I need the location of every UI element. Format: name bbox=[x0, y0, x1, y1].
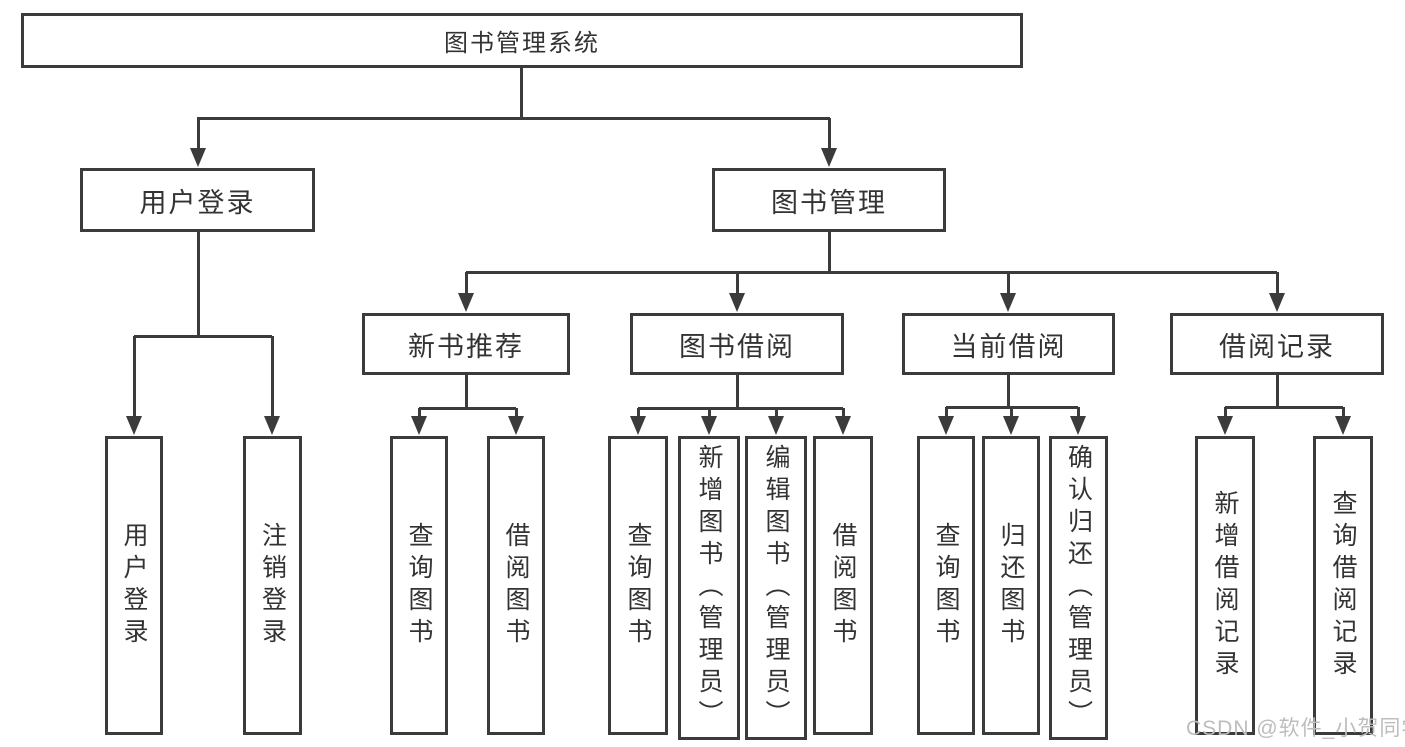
arrow-head-icon bbox=[1000, 293, 1016, 312]
node-label-leaf-query-books-3: 查询图书 bbox=[932, 521, 960, 650]
node-label-leaf-add-books-admin: 新增图书（管理员） bbox=[695, 444, 723, 732]
arrow-stem-3 bbox=[270, 336, 274, 418]
node-label-leaf-user-login: 用户登录 bbox=[120, 521, 148, 650]
node-leaf-query-books-2: 查询图书 bbox=[608, 436, 668, 735]
arrow-stem-16 bbox=[1076, 407, 1080, 418]
arrow-stem-1 bbox=[827, 118, 831, 150]
arrow-stem-13 bbox=[841, 408, 845, 418]
node-label-leaf-query-books-1: 查询图书 bbox=[405, 521, 433, 650]
connector-line-12 bbox=[1275, 375, 1279, 408]
connector-line-3 bbox=[134, 334, 272, 338]
node-label-new-book-recommend: 新书推荐 bbox=[408, 331, 524, 362]
arrow-head-icon bbox=[1269, 293, 1285, 312]
node-leaf-logout: 注销登录 bbox=[243, 436, 302, 735]
node-leaf-add-borrow-record: 新增借阅记录 bbox=[1195, 436, 1255, 735]
arrow-stem-12 bbox=[774, 408, 778, 418]
node-leaf-edit-books-admin: 编辑图书（管理员） bbox=[745, 436, 807, 740]
node-label-user-login: 用户登录 bbox=[139, 187, 256, 218]
arrow-head-icon bbox=[1003, 416, 1019, 435]
arrow-stem-18 bbox=[1341, 407, 1345, 418]
connector-line-10 bbox=[1006, 375, 1010, 408]
arrow-head-icon bbox=[938, 416, 954, 435]
arrow-stem-5 bbox=[735, 272, 739, 295]
arrow-head-icon bbox=[1335, 416, 1351, 435]
arrow-stem-10 bbox=[636, 408, 640, 418]
node-label-leaf-borrow-books-2: 借阅图书 bbox=[829, 521, 857, 650]
node-book-management: 图书管理 bbox=[712, 168, 946, 232]
node-leaf-borrow-books-2: 借阅图书 bbox=[813, 436, 873, 735]
arrow-stem-6 bbox=[1006, 272, 1010, 295]
arrow-head-icon bbox=[835, 416, 851, 435]
node-leaf-borrow-books-1: 借阅图书 bbox=[487, 436, 545, 735]
arrow-head-icon bbox=[508, 416, 524, 435]
node-label-leaf-edit-books-admin: 编辑图书（管理员） bbox=[762, 444, 790, 732]
node-label-book-borrowing: 图书借阅 bbox=[679, 331, 795, 362]
node-leaf-query-books-3: 查询图书 bbox=[917, 436, 975, 735]
arrow-stem-15 bbox=[1009, 407, 1013, 418]
node-user-login: 用户登录 bbox=[80, 168, 315, 232]
node-leaf-add-books-admin: 新增图书（管理员） bbox=[678, 436, 740, 740]
arrow-stem-9 bbox=[514, 408, 518, 418]
node-label-borrowing-records: 借阅记录 bbox=[1219, 331, 1335, 362]
connector-line-0 bbox=[519, 68, 523, 120]
node-root: 图书管理系统 bbox=[21, 13, 1023, 68]
arrow-head-icon bbox=[411, 416, 427, 435]
node-label-leaf-query-books-2: 查询图书 bbox=[624, 521, 652, 650]
node-book-borrowing: 图书借阅 bbox=[630, 313, 844, 375]
node-leaf-confirm-return-admin: 确认归还（管理员） bbox=[1049, 436, 1108, 740]
node-new-book-recommend: 新书推荐 bbox=[362, 313, 570, 375]
node-borrowing-records: 借阅记录 bbox=[1170, 313, 1384, 375]
connector-line-2 bbox=[196, 232, 200, 337]
arrow-stem-7 bbox=[1275, 272, 1279, 295]
arrow-head-icon bbox=[701, 416, 717, 435]
node-leaf-user-login: 用户登录 bbox=[105, 436, 163, 735]
connector-line-1 bbox=[197, 116, 830, 120]
arrow-head-icon bbox=[1217, 416, 1233, 435]
node-label-leaf-borrow-books-1: 借阅图书 bbox=[502, 521, 530, 650]
connector-line-8 bbox=[735, 375, 739, 409]
node-label-leaf-query-borrow-record: 查询借阅记录 bbox=[1329, 489, 1357, 682]
node-label-book-management: 图书管理 bbox=[771, 187, 887, 218]
node-leaf-return-books: 归还图书 bbox=[982, 436, 1040, 735]
connector-line-5 bbox=[466, 270, 1277, 274]
node-label-leaf-return-books: 归还图书 bbox=[997, 521, 1025, 650]
node-label-root: 图书管理系统 bbox=[444, 30, 600, 57]
arrow-stem-0 bbox=[196, 118, 200, 150]
arrow-head-icon bbox=[1070, 416, 1086, 435]
node-leaf-query-borrow-record: 查询借阅记录 bbox=[1313, 436, 1373, 735]
connector-line-6 bbox=[464, 375, 468, 409]
csdn-watermark: CSDN @软件_小贺同学 bbox=[1186, 717, 1405, 740]
arrow-head-icon bbox=[264, 416, 280, 435]
arrow-head-icon bbox=[630, 416, 646, 435]
connector-line-9 bbox=[638, 406, 843, 410]
arrow-head-icon bbox=[126, 416, 142, 435]
node-label-leaf-logout: 注销登录 bbox=[258, 521, 287, 650]
arrow-head-icon bbox=[768, 416, 784, 435]
arrow-head-icon bbox=[190, 148, 206, 167]
arrow-stem-8 bbox=[417, 408, 421, 418]
connector-line-13 bbox=[1225, 405, 1343, 409]
connector-line-4 bbox=[827, 232, 831, 274]
node-label-current-borrowing: 当前借阅 bbox=[950, 331, 1067, 362]
node-leaf-query-books-1: 查询图书 bbox=[390, 436, 448, 735]
arrow-stem-2 bbox=[132, 336, 136, 418]
arrow-head-icon bbox=[821, 148, 837, 167]
arrow-stem-14 bbox=[944, 407, 948, 418]
connector-line-7 bbox=[419, 406, 516, 410]
node-current-borrowing: 当前借阅 bbox=[902, 313, 1115, 375]
arrow-stem-17 bbox=[1223, 407, 1227, 418]
arrow-stem-4 bbox=[464, 272, 468, 295]
arrow-head-icon bbox=[729, 293, 745, 312]
node-label-leaf-confirm-return-admin: 确认归还（管理员） bbox=[1064, 444, 1093, 732]
arrow-stem-11 bbox=[707, 408, 711, 418]
arrow-head-icon bbox=[458, 293, 474, 312]
node-label-leaf-add-borrow-record: 新增借阅记录 bbox=[1211, 489, 1239, 682]
